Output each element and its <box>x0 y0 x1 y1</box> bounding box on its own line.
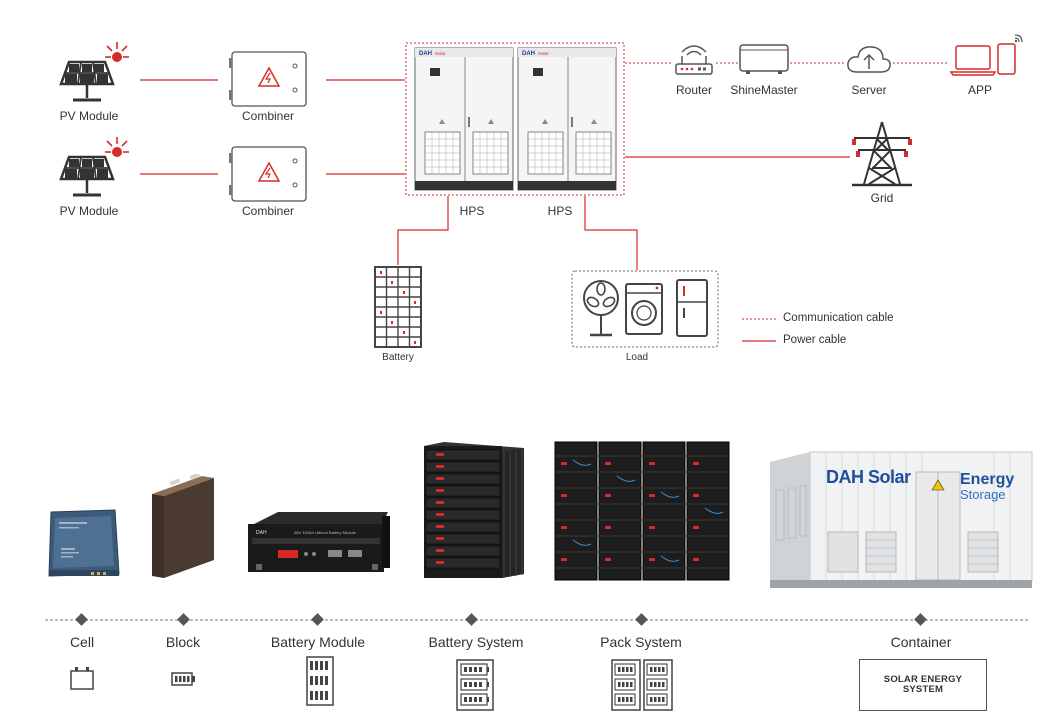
pack-system-icon <box>611 659 673 711</box>
battery-system-icon <box>456 659 494 711</box>
battery-rack-icon <box>374 266 422 348</box>
shinemaster-label: ShineMaster <box>730 83 798 97</box>
battery-module-icon <box>306 656 334 706</box>
svg-text:48V 100Ah Lithium Battery Modu: 48V 100Ah Lithium Battery Module <box>294 530 357 535</box>
server-label: Server <box>851 83 887 97</box>
router-icon <box>675 45 713 75</box>
battery-system-product-image <box>424 442 524 578</box>
solar-energy-system-line2: SYSTEM <box>902 684 944 695</box>
grid-label: Grid <box>870 191 894 205</box>
load-label: Load <box>625 352 649 363</box>
power-cable-hps-load <box>584 196 638 270</box>
pv-module-label-1: PV Module <box>59 109 119 123</box>
hps-label-2: HPS <box>547 204 573 218</box>
svg-text:Solar: Solar <box>538 51 549 56</box>
hps-label-1: HPS <box>459 204 485 218</box>
cloud-server-icon <box>847 46 891 73</box>
battery-label: Battery <box>382 352 414 363</box>
container-title-storage: Storage <box>960 487 1006 502</box>
pv-module-icon <box>59 137 129 197</box>
stage-label-pack-system: Pack System <box>600 634 682 650</box>
cell-product-image <box>48 509 120 577</box>
svg-text:DAH: DAH <box>419 51 432 57</box>
app-label: APP <box>967 83 993 97</box>
combiner-icon <box>229 51 307 107</box>
combiner-label-2: Combiner <box>241 204 295 218</box>
stage-label-block: Block <box>165 634 201 650</box>
legend-communication-label: Communication cable <box>783 312 894 324</box>
pv-module-icon <box>59 42 129 102</box>
solar-energy-system-box: SOLAR ENERGY SYSTEM <box>859 659 987 711</box>
container-brand-logo: DAH Solar <box>826 467 911 487</box>
svg-text:Solar: Solar <box>435 51 446 56</box>
legend-power-label: Power cable <box>783 334 847 346</box>
laptop-phone-icon <box>949 34 1023 76</box>
pv-module-label-2: PV Module <box>59 204 119 218</box>
svg-text:DAH: DAH <box>256 530 267 536</box>
block-product-image <box>152 474 214 578</box>
svg-text:DAH: DAH <box>522 51 535 57</box>
stage-label-battery-module: Battery Module <box>270 634 366 650</box>
hps-cabinet-icon: DAH Solar DAH Solar <box>405 42 625 196</box>
stage-label-container: Container <box>890 634 952 650</box>
stage-label-cell: Cell <box>69 634 95 650</box>
combiner-label-1: Combiner <box>241 109 295 123</box>
router-label: Router <box>675 83 713 97</box>
cell-icon <box>70 667 94 690</box>
load-appliances-icon <box>571 270 719 348</box>
block-icon <box>171 672 195 686</box>
container-product-image <box>770 451 1033 588</box>
stage-label-battery-system: Battery System <box>428 634 524 650</box>
pack-system-product-image <box>554 441 730 581</box>
battery-module-product-image: DAH 48V 100Ah Lithium Battery Module <box>248 512 390 572</box>
grid-tower-icon <box>852 121 912 187</box>
solar-energy-system-line1: SOLAR ENERGY <box>883 674 963 685</box>
shinemaster-icon <box>739 44 789 74</box>
container-title-energy: Energy <box>960 471 1015 488</box>
combiner-icon <box>229 146 307 202</box>
power-cable-hps-battery <box>397 196 449 265</box>
